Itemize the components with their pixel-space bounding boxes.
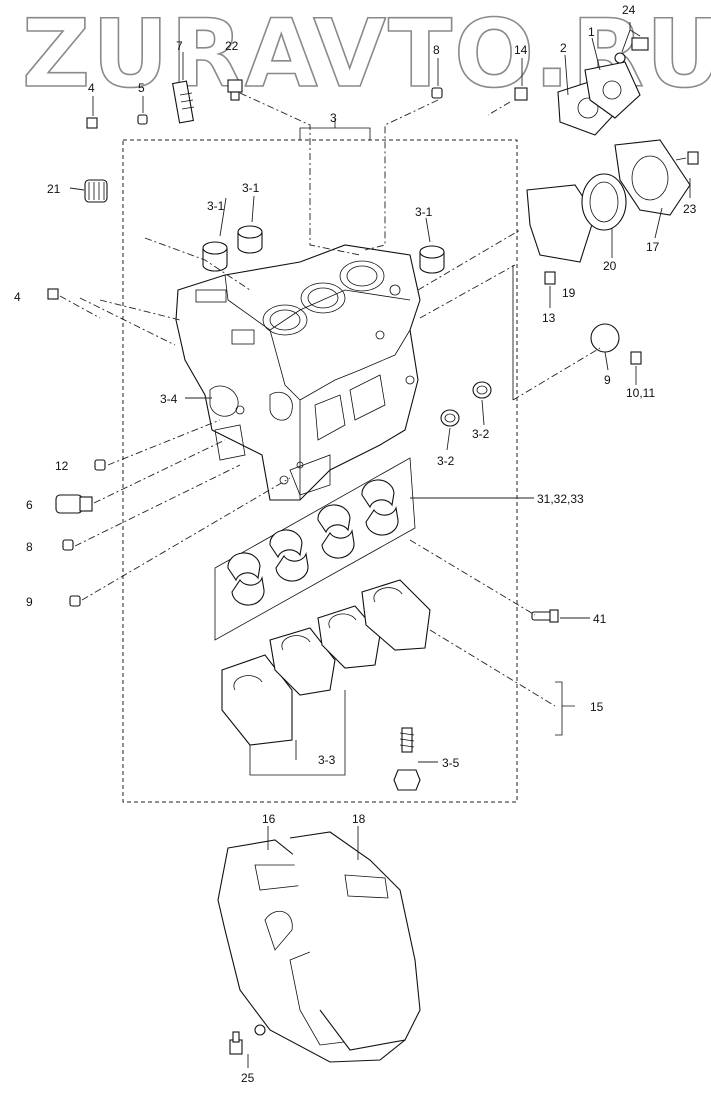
callout-16: 16 [262,812,276,826]
pin-19 [544,271,556,285]
callout-3-1-right: 3-1 [415,205,433,219]
bolt-24 [614,37,649,64]
callout-10-11: 10,11 [626,386,655,400]
callout-3-3: 3-3 [318,753,336,767]
core-plug-3-1-left [202,241,228,272]
callout-19: 19 [562,286,576,300]
callout-4-top: 4 [88,81,95,95]
cylinder-block [175,244,421,501]
callout-13: 13 [542,311,556,325]
callout-21: 21 [47,182,61,196]
gasket-plate-lower [526,184,596,263]
callout-labels: 24 1 2 7 22 8 14 4 5 3 21 3-1 3-1 3-1 23… [14,3,697,1085]
callout-3-4: 3-4 [160,392,178,406]
callout-3: 3 [330,111,337,125]
callout-8-mid: 8 [26,540,33,554]
bracket-15 [555,681,575,736]
plug-21 [84,179,108,203]
bolt-23 [675,151,699,165]
bolt-41 [531,609,559,623]
callout-2: 2 [560,41,567,55]
plug-8-mid [62,539,74,551]
callout-24: 24 [622,3,636,17]
callout-4-side: 4 [14,290,21,304]
plug-14 [514,87,528,101]
callout-20: 20 [603,259,617,273]
sensor-6 [55,494,93,514]
callout-3-1-mid: 3-1 [242,181,260,195]
callout-17: 17 [646,240,660,254]
core-plug-3-1-right [419,245,445,274]
callout-5: 5 [138,81,145,95]
bolt-25 [229,1024,266,1055]
plug-4-side [47,288,59,300]
plug-4-top [86,117,98,129]
callout-15: 15 [590,700,604,714]
callout-12: 12 [55,459,69,473]
plug-12 [94,459,106,471]
stud-7 [171,80,195,124]
callout-6: 6 [26,498,33,512]
spring-3-5 [393,727,421,791]
callout-3-2-left: 3-2 [437,454,455,468]
cover-17 [614,139,691,216]
main-bearing-shells [214,457,416,641]
callout-3-1-left: 3-1 [207,199,225,213]
callout-9-right: 9 [604,373,611,387]
oil-seal-20 [581,173,627,231]
cylinder-block-group-box [122,139,518,803]
bearing-caps [221,579,431,776]
cover-1 [584,61,641,119]
seal-3-2-upper [472,381,492,399]
pin-5 [137,114,148,125]
callout-41: 41 [593,612,607,626]
plug-9-right [590,323,620,353]
callout-22: 22 [225,39,239,53]
callout-3-5: 3-5 [442,756,460,770]
group-3-bracket [299,118,371,140]
callout-7: 7 [176,39,183,53]
callout-14: 14 [514,43,528,57]
plug-9-left [69,595,81,607]
callout-8-top: 8 [433,43,440,57]
plug-10-11 [630,351,642,365]
core-plug-3-1-mid [237,225,263,254]
callout-3-2-right: 3-2 [472,427,490,441]
leader-lines [59,22,691,1068]
callout-23: 23 [683,202,697,216]
callout-18: 18 [352,812,366,826]
callout-1: 1 [588,25,595,39]
callout-9-left: 9 [26,595,33,609]
seal-3-2-lower [440,409,460,427]
callout-31-32-33: 31,32,33 [537,492,584,506]
bolt-22 [227,79,243,101]
gasket-18 [289,831,421,1051]
plug-8-top [431,87,443,99]
callout-25: 25 [241,1071,255,1085]
